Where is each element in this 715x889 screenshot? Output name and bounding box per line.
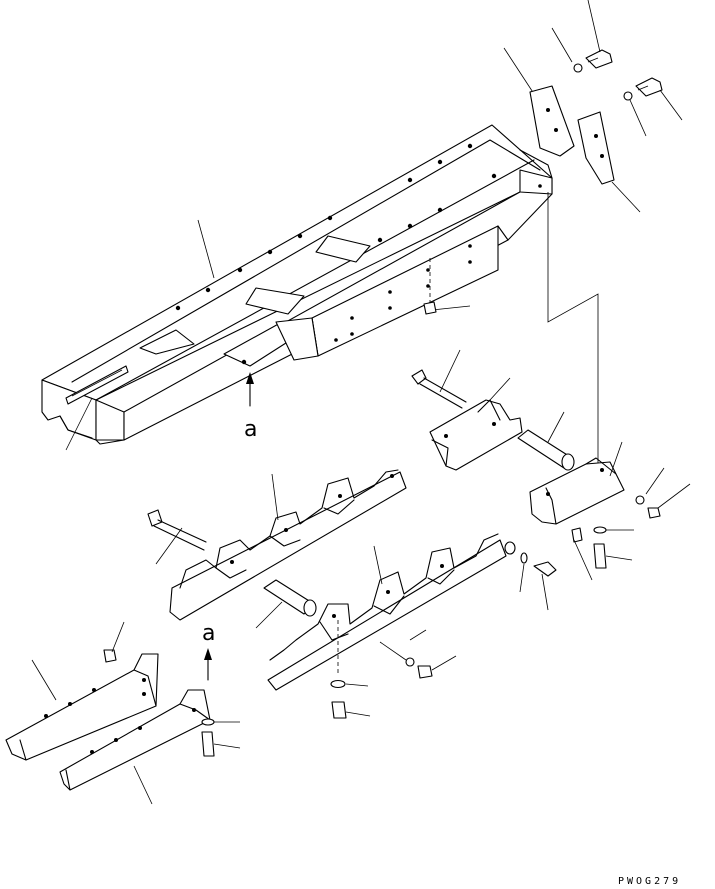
plate-bolt-1 bbox=[573, 49, 613, 73]
view-marker-bottom: a bbox=[202, 621, 215, 646]
plate-bolt-2 bbox=[623, 77, 663, 101]
roller-cylinder bbox=[517, 429, 575, 471]
guard-upper-bolt bbox=[147, 509, 207, 551]
frame-bolt bbox=[423, 258, 437, 315]
guard-cylinder bbox=[263, 579, 317, 617]
roller-guard-right bbox=[429, 399, 523, 471]
end-bracket bbox=[529, 457, 625, 525]
drawing-code: PWOG279 bbox=[618, 876, 681, 887]
end-plate-right bbox=[577, 111, 615, 185]
guard-upper bbox=[169, 469, 407, 621]
shoe-right bbox=[59, 689, 211, 791]
view-marker-top: a bbox=[244, 417, 257, 442]
guard-lower bbox=[267, 533, 516, 691]
track-frame bbox=[41, 124, 553, 445]
end-plate-left bbox=[529, 85, 575, 157]
shoe-left bbox=[5, 653, 159, 761]
roller-guard-bolt bbox=[411, 369, 467, 409]
